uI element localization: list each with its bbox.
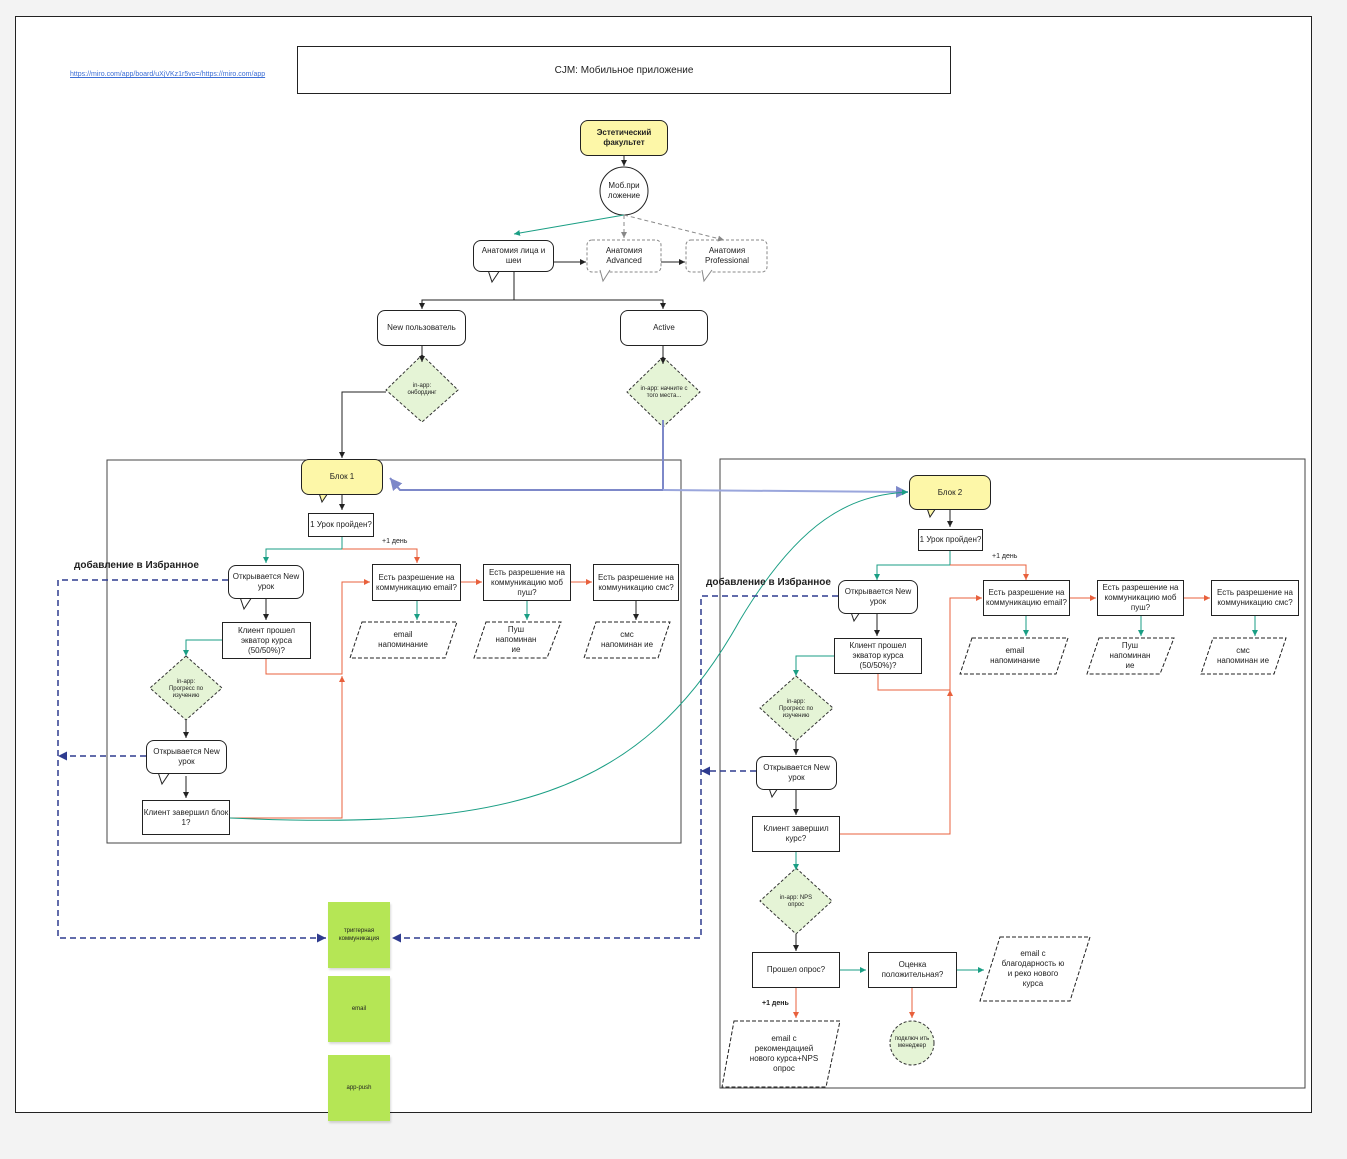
b2-push-reminder-shape: [1086, 637, 1175, 675]
b2-email-thanks-shape: [979, 936, 1091, 1002]
b1-opens-new-lesson-2: Открывается New урок: [146, 740, 227, 774]
b2-connect-manager: подключ ить менеджер: [894, 1036, 930, 1049]
b1-push-reminder: Пуш напоминан ие: [495, 625, 537, 654]
b2-lesson-passed: 1 Урок пройден?: [918, 529, 983, 551]
anatomy-advanced-shape: [586, 239, 662, 273]
b1-opens-new-lesson-1: Открывается New урок: [228, 565, 304, 599]
new-user-node: New пользователь: [377, 310, 466, 346]
b2-perm-push: Есть разрешение на коммуникацию моб пуш?: [1097, 580, 1184, 616]
b2-finished-course: Клиент завершил курс?: [752, 816, 840, 852]
block2-node: Блок 2: [909, 475, 991, 510]
board-link[interactable]: https://miro.com/app/board/uXjVKz1r5vo=/…: [70, 71, 266, 78]
b2-perm-email: Есть разрешение на коммуникацию email?: [983, 580, 1070, 616]
b2-sms-reminder: смс напоминан ие: [1216, 646, 1270, 665]
favorites-left-heading: добавление в Избранное: [74, 560, 199, 571]
b1-sms-reminder: смс напоминан ие: [600, 630, 654, 649]
b2-rating-positive: Оценка положительная?: [868, 952, 957, 988]
b2-opens-new-lesson-1: Открывается New урок: [838, 580, 918, 614]
favorites-right-heading: добавление в Избранное: [706, 577, 831, 588]
b1-perm-sms: Есть разрешение на коммуникацию смс?: [593, 564, 679, 601]
b2-equator: Клиент прошел экватор курса (50/50%)?: [834, 638, 922, 674]
b1-finished-block: Клиент завершил блок 1?: [142, 800, 230, 835]
b2-survey-done: Прошел опрос?: [752, 952, 840, 988]
b2-sms-reminder-shape: [1200, 637, 1287, 675]
b2-inapp-progress: in-app: Прогресс по изучению: [778, 698, 814, 719]
b1-sms-reminder-shape: [583, 621, 671, 659]
b1-equator: Клиент прошел экватор курса (50/50%)?: [222, 622, 311, 659]
b2-opens-new-lesson-2: Открывается New урок: [756, 756, 837, 790]
b1-perm-email: Есть разрешение на коммуникацию email?: [372, 564, 461, 601]
b2-email-reminder: email напоминание: [990, 646, 1040, 665]
block1-frame: [106, 459, 682, 844]
legend-trigger-note: триггерная коммуникация: [328, 902, 390, 968]
b2-email-reminder-shape: [959, 637, 1069, 675]
b2-inapp-nps: in-app: NPS опрос: [779, 895, 813, 908]
b2-plus-day-bold: +1 день: [762, 1000, 789, 1007]
active-node: Active: [620, 310, 708, 346]
b1-email-reminder-shape: [349, 621, 458, 659]
legend-email-note: email: [328, 976, 390, 1042]
b1-email-reminder: email напоминание: [378, 630, 428, 649]
b1-lesson-passed: 1 Урок пройден?: [308, 513, 374, 537]
anatomy-professional-shape: [685, 239, 768, 273]
page-title: CJM: Мобильное приложение: [297, 46, 951, 94]
inapp-continue-node: in-app: начните с того места...: [640, 386, 688, 399]
b2-email-thanks: email с благодарность ю и реко нового ку…: [1001, 949, 1065, 988]
b2-perm-sms: Есть разрешение на коммуникацию смс?: [1211, 580, 1299, 616]
b1-plus-day: +1 день: [382, 538, 408, 545]
b1-inapp-progress: in-app: Прогресс по изучению: [168, 678, 204, 699]
block2-frame: [719, 458, 1306, 1089]
connect-manager-circle: [889, 1020, 935, 1066]
b2-progress-diamond: [759, 675, 834, 742]
anatomy-professional-node: Анатомия Professional: [704, 246, 750, 265]
mob-app-node: Моб.при ложение: [607, 181, 641, 200]
b1-perm-push: Есть разрешение на коммуникацию моб пуш?: [483, 564, 571, 601]
legend-app-push-note: app-push: [328, 1055, 390, 1121]
anatomy-advanced-node: Анатомия Advanced: [605, 246, 643, 265]
b2-push-reminder: Пуш напоминан ие: [1109, 641, 1151, 670]
b2-email-recommend: email с рекомендацией нового курса+NPS о…: [749, 1034, 819, 1073]
block1-node: Блок 1: [301, 459, 383, 495]
b2-email-recommend-shape: [721, 1020, 841, 1088]
anatomy-face-node: Анатомия лица и шеи: [473, 240, 554, 272]
inapp-onboarding-diamond: [385, 354, 459, 423]
b2-plus-day: +1 день: [992, 553, 1018, 560]
b1-push-reminder-shape: [473, 621, 562, 659]
faculty-node: Эстетический факультет: [580, 120, 668, 156]
inapp-onboarding-node: in-app: онбординг: [407, 383, 437, 396]
